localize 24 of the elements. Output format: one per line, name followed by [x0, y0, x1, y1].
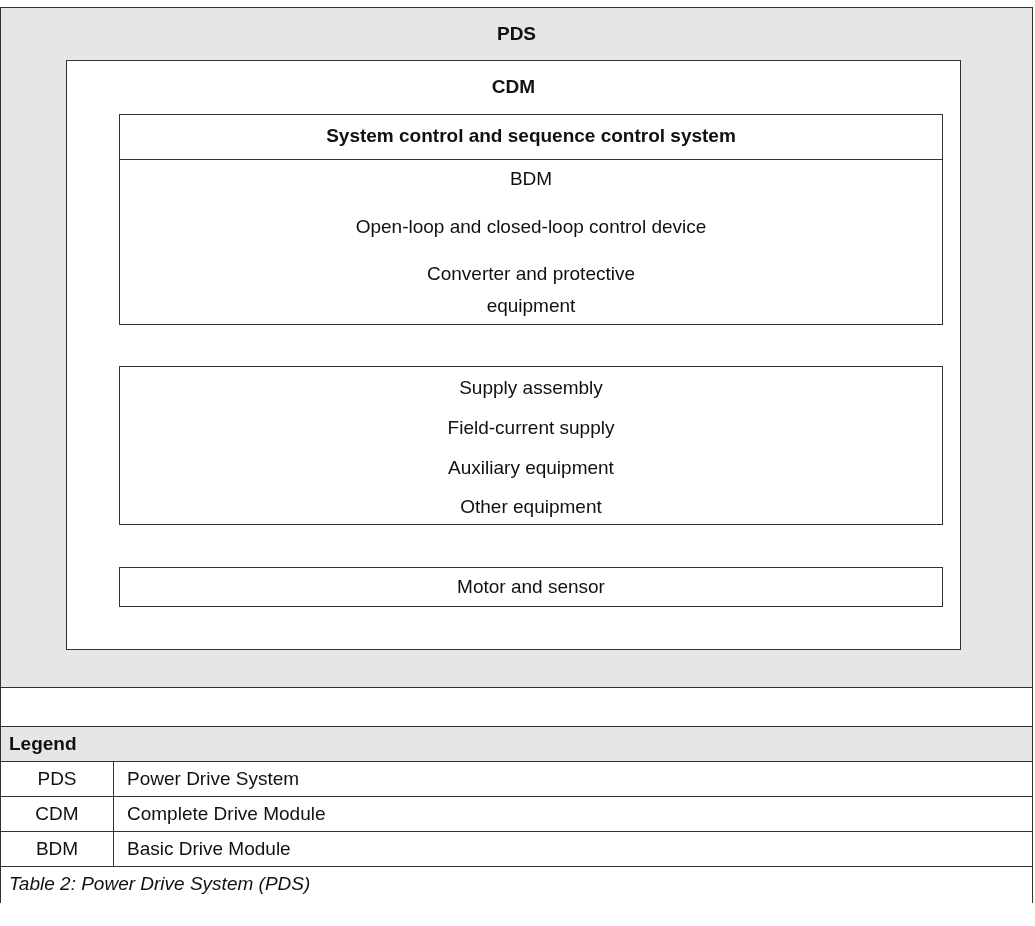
- module-panel: [66, 60, 961, 650]
- box-text: Motor and sensor: [456, 575, 606, 599]
- box-heading: System control and sequence control system: [325, 124, 737, 148]
- box-text: Open-loop and closed-loop control device: [354, 215, 708, 239]
- abbreviation: CDM: [34, 802, 80, 826]
- abbreviation: PDS: [36, 767, 78, 791]
- definition: Complete Drive Module: [127, 802, 326, 826]
- box-text: Auxiliary equipment: [447, 456, 615, 480]
- box-text: Other equipment: [459, 495, 603, 519]
- box-heading: PDS: [495, 22, 538, 46]
- box-text: Field-current supply: [446, 416, 616, 440]
- legend-heading: Legend: [9, 732, 77, 756]
- box-text: BDM: [508, 167, 554, 191]
- definition: Power Drive System: [127, 767, 300, 791]
- supply-box: [119, 366, 943, 525]
- control-box: [119, 114, 943, 325]
- table-caption: Table 2: Power Drive System (PDS): [9, 872, 311, 896]
- box-text: Supply assembly: [458, 376, 604, 400]
- abbreviation: BDM: [34, 837, 80, 861]
- box-heading: CDM: [490, 75, 537, 99]
- definition: Basic Drive Module: [127, 837, 291, 861]
- motor-box: [119, 567, 943, 607]
- system-panel: [0, 7, 1033, 688]
- box-text: Converter and protective equipment: [425, 262, 637, 318]
